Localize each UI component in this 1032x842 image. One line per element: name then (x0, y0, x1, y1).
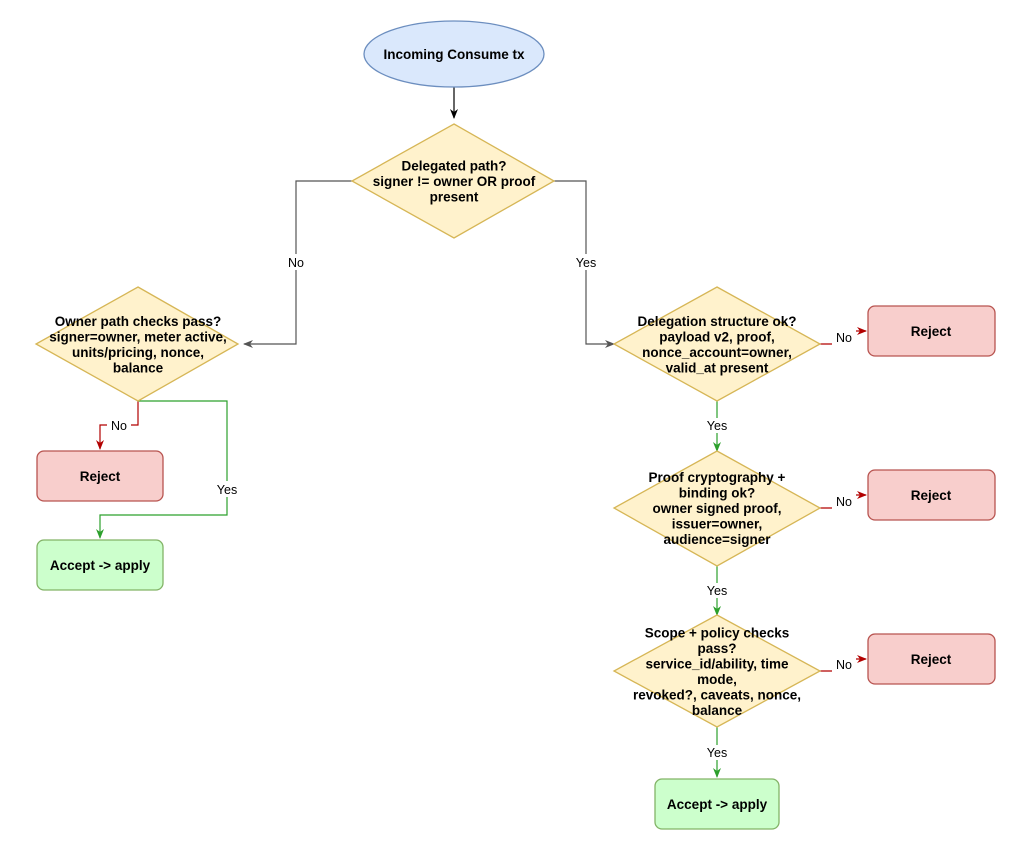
structure-reject-label: Reject (911, 324, 952, 339)
edge-label-bg (832, 657, 856, 672)
scope-reject-node[interactable]: Reject (867, 633, 996, 685)
owner-reject-label: Reject (80, 469, 121, 484)
node-text-line: owner signed proof, (652, 501, 781, 516)
edges: No Yes No Yes No Yes No Yes No (96, 87, 867, 778)
node-text-line: signer != owner OR proof (373, 174, 536, 189)
edge-label-crypto-no: No (836, 495, 852, 509)
edge-label-structure-no: No (836, 331, 852, 345)
structure-reject-node[interactable]: Reject (867, 305, 996, 357)
edge-label-delegated-yes: Yes (576, 256, 596, 270)
node-text-line: balance (113, 360, 164, 375)
edge-label-bg (284, 254, 308, 270)
node-text-line: Delegation structure ok? (637, 314, 796, 329)
node-text-line: Proof cryptography + (649, 470, 786, 485)
node-text-line: Scope + policy checks (645, 625, 789, 640)
node-text-line: audience=signer (664, 532, 772, 547)
crypto-reject-node[interactable]: Reject (867, 469, 996, 521)
node-text-line: Delegated path? (401, 159, 506, 174)
edge-label-bg (832, 494, 856, 509)
delegation-structure-decision[interactable]: Delegation structure ok?payload v2, proo… (612, 286, 822, 402)
node-text-line: Reject (911, 324, 952, 339)
start-node[interactable]: Incoming Consume tx (363, 20, 545, 88)
node-text-line: Accept -> apply (667, 797, 768, 812)
edge-label-scope-no: No (836, 658, 852, 672)
node-text-line: pass? (697, 641, 736, 656)
node-text-line: Owner path checks pass? (55, 314, 222, 329)
edge-label-delegated-no: No (288, 256, 304, 270)
edge-label-bg (703, 583, 731, 598)
owner-reject-node[interactable]: Reject (36, 450, 164, 502)
edge-label-bg (832, 330, 856, 345)
node-text-line: signer=owner, meter active, (49, 329, 226, 344)
node-text-line: units/pricing, nonce, (72, 345, 204, 360)
scope-reject-label: Reject (911, 652, 952, 667)
node-text-line: balance (692, 703, 743, 718)
node-text-line: issuer=owner, (672, 517, 762, 532)
node-text-line: valid_at present (666, 360, 769, 375)
edge-label-bg (107, 418, 131, 433)
delegation-structure-label: Delegation structure ok?payload v2, proo… (637, 314, 796, 376)
node-text-line: Reject (80, 469, 121, 484)
delegated-accept-node[interactable]: Accept -> apply (654, 778, 780, 830)
edge-owner-yes (96, 400, 228, 539)
edge-label-crypto-yes: Yes (707, 584, 727, 598)
node-text-line: Reject (911, 652, 952, 667)
node-text-line: mode, (697, 672, 737, 687)
owner-accept-label: Accept -> apply (50, 558, 151, 573)
node-text-line: revoked?, caveats, nonce, (633, 687, 801, 702)
edge-label-bg (572, 254, 600, 270)
owner-accept-node[interactable]: Accept -> apply (36, 539, 164, 591)
delegated-accept-label: Accept -> apply (667, 797, 768, 812)
edge-label-bg (212, 481, 242, 497)
owner-path-decision[interactable]: Owner path checks pass?signer=owner, met… (34, 286, 240, 402)
node-text-line: payload v2, proof, (659, 329, 775, 344)
node-text-line: Reject (911, 488, 952, 503)
crypto-reject-label: Reject (911, 488, 952, 503)
node-text-line: present (430, 190, 479, 205)
edge-label-structure-yes: Yes (707, 419, 727, 433)
proof-cryptography-decision[interactable]: Proof cryptography +binding ok?owner sig… (612, 450, 822, 567)
proof-cryptography-label: Proof cryptography +binding ok?owner sig… (649, 470, 786, 547)
node-text-line: binding ok? (679, 486, 756, 501)
edge-label-owner-yes: Yes (217, 483, 237, 497)
edge-label-bg (703, 418, 731, 433)
node-text-line: service_id/ability, time (645, 656, 789, 671)
edge-label-scope-yes: Yes (707, 746, 727, 760)
edge-label-bg (703, 745, 731, 760)
node-text-line: Incoming Consume tx (383, 47, 525, 62)
owner-path-label: Owner path checks pass?signer=owner, met… (49, 314, 226, 376)
nodes: Incoming Consume tx Delegated path?signe… (34, 20, 996, 830)
node-text-line: nonce_account=owner, (642, 345, 792, 360)
start-label: Incoming Consume tx (383, 47, 525, 62)
node-text-line: Accept -> apply (50, 558, 151, 573)
edge-label-owner-no: No (111, 419, 127, 433)
